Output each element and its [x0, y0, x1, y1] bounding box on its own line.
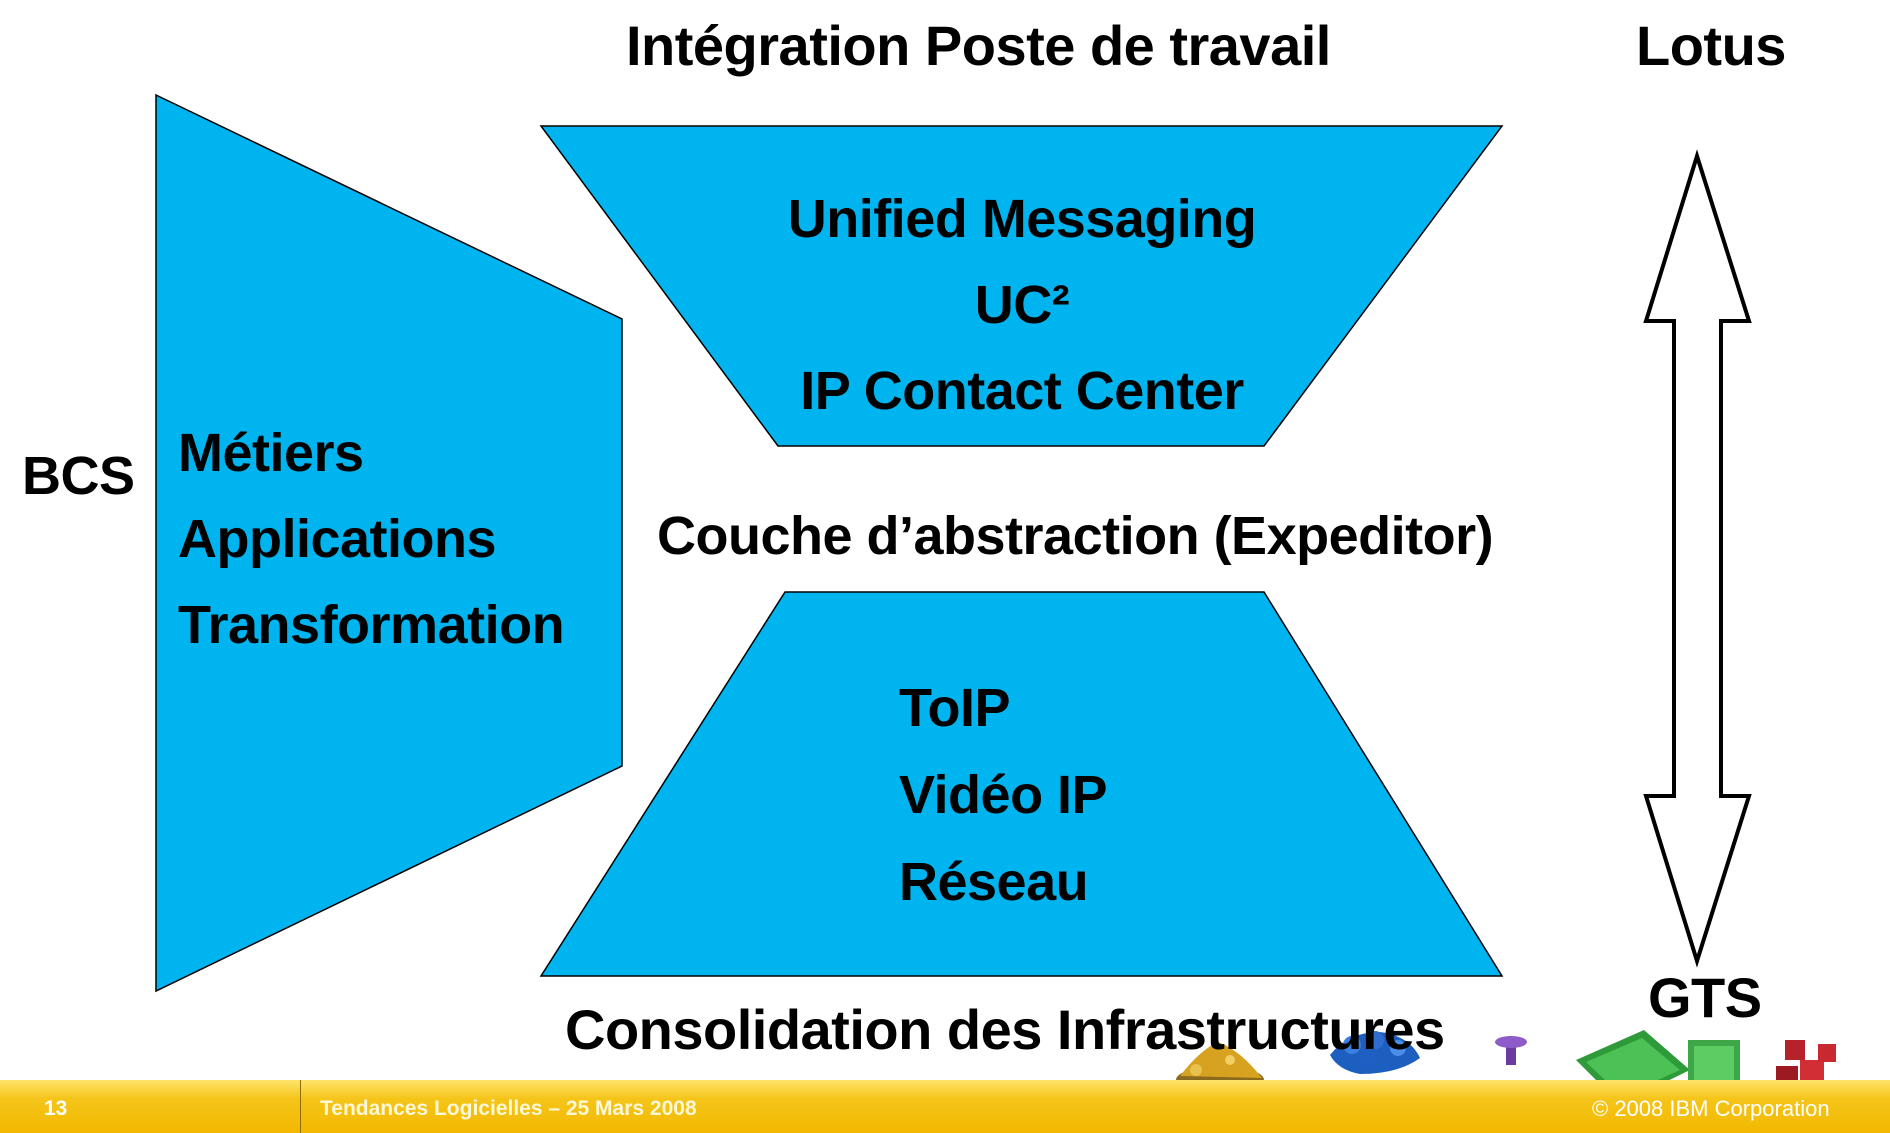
top-trapezoid-shape [539, 125, 1504, 447]
top-shape-line: UC² [974, 275, 1070, 335]
double-arrow-icon [1643, 149, 1752, 968]
top-shape-line: Unified Messaging [787, 189, 1257, 249]
bottom-shape-line: Réseau [899, 852, 1089, 912]
top-shape-line: IP Contact Center [800, 361, 1244, 421]
page-number: 13 [44, 1097, 68, 1120]
business-lines-list: Métiers Applications Transformation [178, 410, 565, 668]
footer-bar [0, 1080, 1890, 1133]
left-line-item: Applications [178, 509, 497, 569]
workstation-integration-title: Intégration Poste de travail [626, 14, 1331, 77]
copyright-notice: © 2008 IBM Corporation [1592, 1096, 1830, 1121]
bottom-shape-line: ToIP [899, 678, 1010, 738]
bcs-label: BCS [22, 446, 135, 506]
gts-label: GTS [1648, 966, 1762, 1029]
left-line-item: Métiers [178, 423, 364, 483]
top-shape-text: Unified Messaging UC² IP Contact Center [722, 176, 1322, 434]
abstraction-layer-label: Couche d’abstraction (Expeditor) [657, 506, 1494, 566]
left-trapezoid-shape [155, 93, 623, 993]
left-line-item: Transformation [178, 595, 565, 655]
bottom-shape-text: ToIP Vidéo IP Réseau [899, 665, 1108, 926]
infrastructure-consolidation-title: Consolidation des Infrastructures [565, 998, 1445, 1061]
lotus-label: Lotus [1636, 14, 1786, 77]
bottom-trapezoid-shape [539, 591, 1504, 977]
bottom-shape-line: Vidéo IP [899, 765, 1108, 825]
event-title: Tendances Logicielles – 25 Mars 2008 [320, 1097, 697, 1120]
footer-divider [300, 1080, 301, 1133]
